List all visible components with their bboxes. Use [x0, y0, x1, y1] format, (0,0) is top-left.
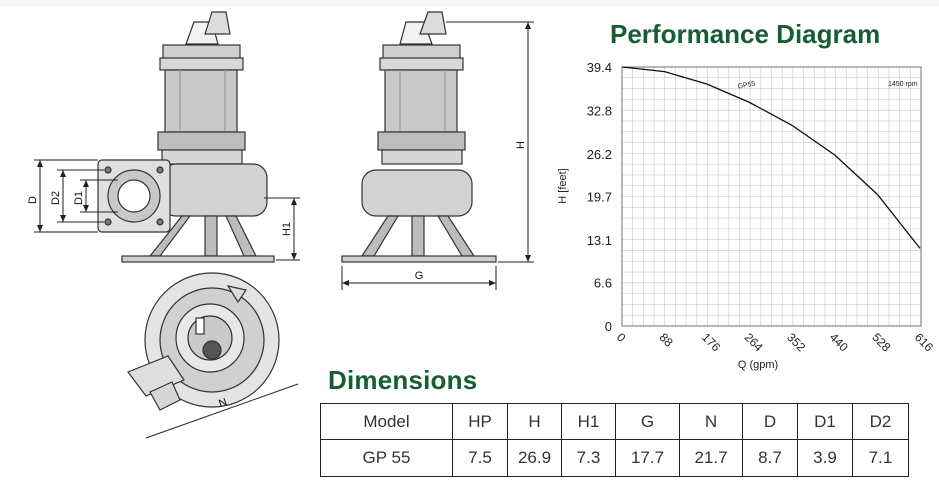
- dim-label-d: D: [27, 196, 39, 204]
- cell-h1: 7.3: [561, 439, 616, 477]
- x-tick-label: 352: [784, 330, 808, 354]
- dimensions-title: Dimensions: [328, 365, 478, 395]
- chart-grid: [621, 66, 922, 327]
- pump-drawings: D D2 D1 H1 H G N: [27, 11, 534, 439]
- dim-label-d1: D1: [73, 191, 85, 205]
- cell-d: 8.7: [742, 439, 798, 477]
- top-accent-bar: [0, 0, 939, 6]
- y-tick-label: 0: [605, 319, 612, 334]
- header-d2: D2: [852, 403, 909, 440]
- x-tick-label: 440: [827, 330, 851, 354]
- dim-label-d2: D2: [50, 191, 62, 205]
- chart-xlabel: Q (gpm): [738, 359, 778, 371]
- x-tick-label: 0: [614, 330, 629, 345]
- cell-d1: 3.9: [797, 439, 853, 477]
- table-header-row: Model HP H H1 G N D D1 D2: [320, 403, 909, 440]
- pump-front-view: [341, 11, 497, 263]
- table-row: GP 55 7.5 26.9 7.3 17.7 21.7 8.7 3.9 7.1: [320, 439, 909, 477]
- y-tick-label: 13.1: [587, 233, 612, 248]
- header-hp: HP: [452, 403, 508, 440]
- cell-model: GP 55: [320, 439, 453, 477]
- x-tick-label: 88: [656, 330, 676, 350]
- header-d: D: [742, 403, 798, 440]
- chart-annotation-rpm: 1450 rpm: [888, 81, 918, 88]
- header-h1: H1: [561, 403, 616, 440]
- x-tick-label: 528: [869, 330, 893, 354]
- y-tick-label: 26.2: [587, 147, 612, 162]
- header-model: Model: [320, 403, 453, 440]
- y-tick-label: 19.7: [587, 190, 612, 205]
- series-line-gp55: [621, 66, 921, 249]
- y-tick-label: 32.8: [587, 103, 612, 118]
- cell-g: 17.7: [615, 439, 680, 477]
- plot-frame: [621, 66, 922, 327]
- x-tick-label: 264: [742, 330, 766, 354]
- y-tick-label: 39.4: [587, 60, 612, 75]
- cell-hp: 7.5: [452, 439, 508, 477]
- cell-d2: 7.1: [852, 439, 909, 477]
- performance-title: Performance Diagram: [610, 19, 880, 49]
- dimensions-table: Model HP H H1 G N D D1 D2 GP 55 7.5 26.9…: [320, 403, 909, 477]
- series-label-gp55: GP55: [737, 81, 756, 91]
- header-d1: D1: [797, 403, 853, 440]
- performance-diagram: Performance Diagram 39.4 32.8 26.2 19.7 13.1…: [557, 19, 936, 371]
- chart-ylabel: H [feet]: [557, 168, 569, 203]
- dim-label-h1: H1: [281, 222, 293, 236]
- x-tick-label: 616: [912, 330, 936, 354]
- header-g: G: [615, 403, 680, 440]
- header-n: N: [679, 403, 743, 440]
- cell-n: 21.7: [679, 439, 743, 477]
- x-tick-label: 176: [699, 330, 723, 354]
- header-h: H: [507, 403, 562, 440]
- cell-h: 26.9: [507, 439, 562, 477]
- dim-label-h: H: [515, 141, 527, 149]
- pump-top-view: [127, 272, 280, 411]
- y-tick-label: 6.6: [594, 276, 612, 291]
- dim-label-n: N: [217, 396, 229, 410]
- dim-label-g: G: [415, 270, 424, 282]
- pump-side-view: [97, 11, 275, 263]
